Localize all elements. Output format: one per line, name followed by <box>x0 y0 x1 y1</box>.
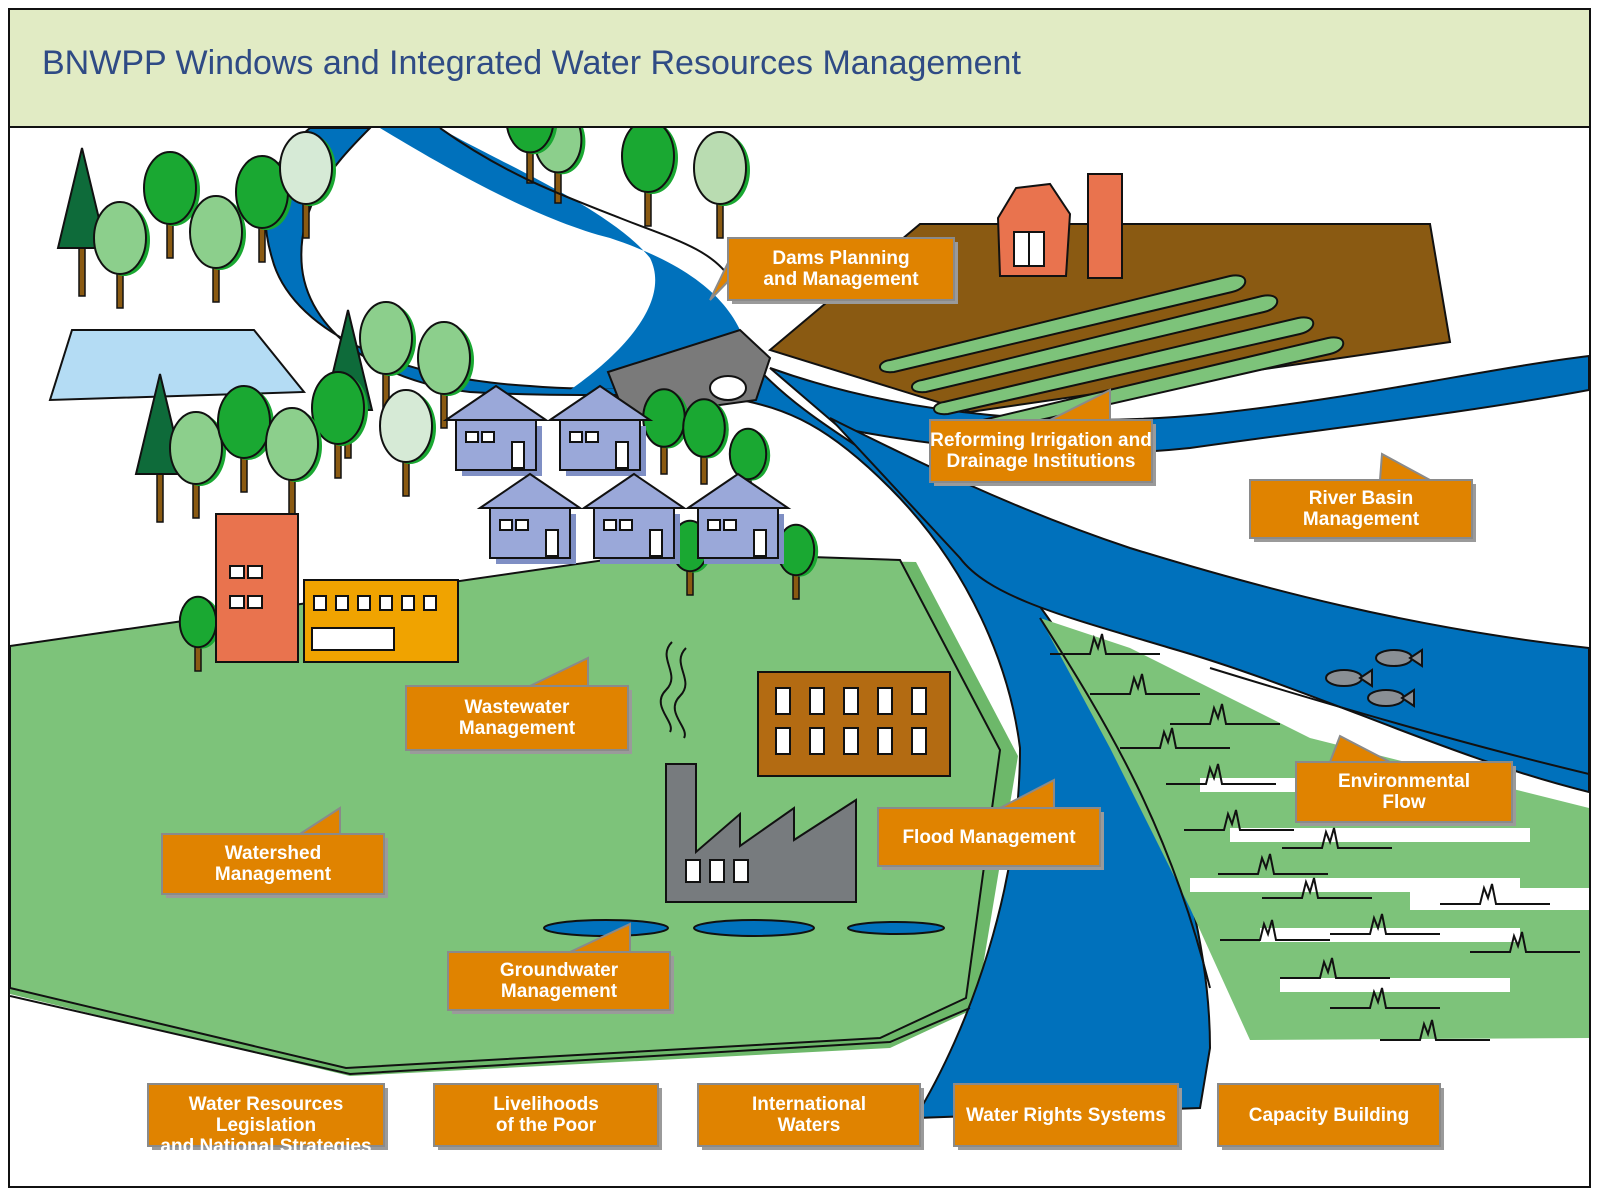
house-icon <box>580 472 688 564</box>
marsh-grass-group <box>1050 633 1580 1041</box>
irrigation-rows <box>879 274 1345 438</box>
callout-wastewater <box>405 656 632 754</box>
callout-groundwater <box>447 922 674 1014</box>
box-capacity <box>1217 1083 1444 1150</box>
fish-icon <box>1375 648 1423 668</box>
marsh-grass-icon <box>1120 727 1230 749</box>
factory-icon <box>665 763 857 903</box>
deciduous-tree-icon <box>506 128 557 184</box>
diagram-frame: BNWPP Windows and Integrated Water Resou… <box>8 8 1591 1188</box>
marsh-grass-icon <box>1170 703 1280 725</box>
deciduous-tree-icon <box>693 131 750 239</box>
fish-icon <box>1367 688 1415 708</box>
deciduous-tree-icon <box>417 321 474 429</box>
box-international <box>697 1083 924 1150</box>
smoke-icon <box>659 641 687 739</box>
deciduous-tree-icon <box>235 155 292 263</box>
reservoir <box>48 329 307 402</box>
callout-flood <box>877 778 1104 870</box>
pond-icon <box>543 919 945 937</box>
office-building-icon <box>757 671 951 777</box>
deciduous-tree-icon <box>265 407 322 515</box>
marsh-grass-icon <box>1220 919 1330 941</box>
house-group <box>442 384 792 564</box>
deciduous-tree-icon <box>93 201 150 309</box>
title-bar: BNWPP Windows and Integrated Water Resou… <box>10 10 1589 128</box>
office-building-icon <box>215 513 299 663</box>
marsh-grass-icon <box>1282 827 1392 849</box>
deciduous-tree-icon <box>217 385 274 493</box>
land-boundaries <box>10 128 1589 1076</box>
marsh-grass-icon <box>1262 877 1372 899</box>
marsh-grass-icon <box>1050 633 1160 655</box>
silo-icon <box>1087 173 1123 279</box>
deciduous-tree-icon <box>379 389 436 497</box>
deciduous-tree-icon <box>169 411 226 519</box>
barn-icon <box>996 182 1072 277</box>
callout-river-basin <box>1249 452 1476 542</box>
marsh-grass-icon <box>1380 1019 1490 1041</box>
marsh-grass-icon <box>1218 853 1328 875</box>
marsh-grass-icon <box>1184 809 1294 831</box>
marsh-grass-icon <box>1330 913 1440 935</box>
tree-group <box>56 128 819 672</box>
deciduous-tree-icon <box>359 301 416 409</box>
deciduous-tree-icon <box>621 128 678 227</box>
deciduous-tree-icon <box>682 398 729 485</box>
marsh-grass-icon <box>1280 957 1390 979</box>
callout-environmental-flow <box>1295 734 1516 826</box>
marsh-grass-icon <box>1440 883 1550 905</box>
marsh-grass-icon <box>1166 763 1276 785</box>
deciduous-tree-icon <box>279 131 336 239</box>
callout-dams <box>709 237 958 304</box>
house-icon <box>684 472 792 564</box>
box-livelihoods <box>433 1083 662 1150</box>
fish-group <box>1325 648 1423 708</box>
fish-icon <box>1325 668 1373 688</box>
callout-watershed <box>161 806 388 898</box>
callout-irrigation <box>929 388 1156 486</box>
box-legislation <box>147 1083 388 1150</box>
callout-group <box>147 237 1516 1150</box>
conifer-tree-icon <box>56 147 108 297</box>
deciduous-tree-icon <box>189 195 246 303</box>
deciduous-tree-icon <box>642 388 689 475</box>
box-water-rights <box>953 1083 1182 1150</box>
deciduous-tree-icon <box>311 371 368 479</box>
marsh-grass-icon <box>1330 987 1440 1009</box>
marsh-grass-icon <box>1090 673 1200 695</box>
page-title: BNWPP Windows and Integrated Water Resou… <box>42 44 1021 82</box>
deciduous-tree-icon <box>178 595 221 672</box>
house-icon <box>442 384 550 476</box>
landscape-scene <box>10 128 1589 1186</box>
marsh-grass-icon <box>1470 931 1580 953</box>
office-building-icon <box>303 579 459 663</box>
house-icon <box>476 472 584 564</box>
house-icon <box>546 384 654 476</box>
deciduous-tree-icon <box>143 151 200 259</box>
